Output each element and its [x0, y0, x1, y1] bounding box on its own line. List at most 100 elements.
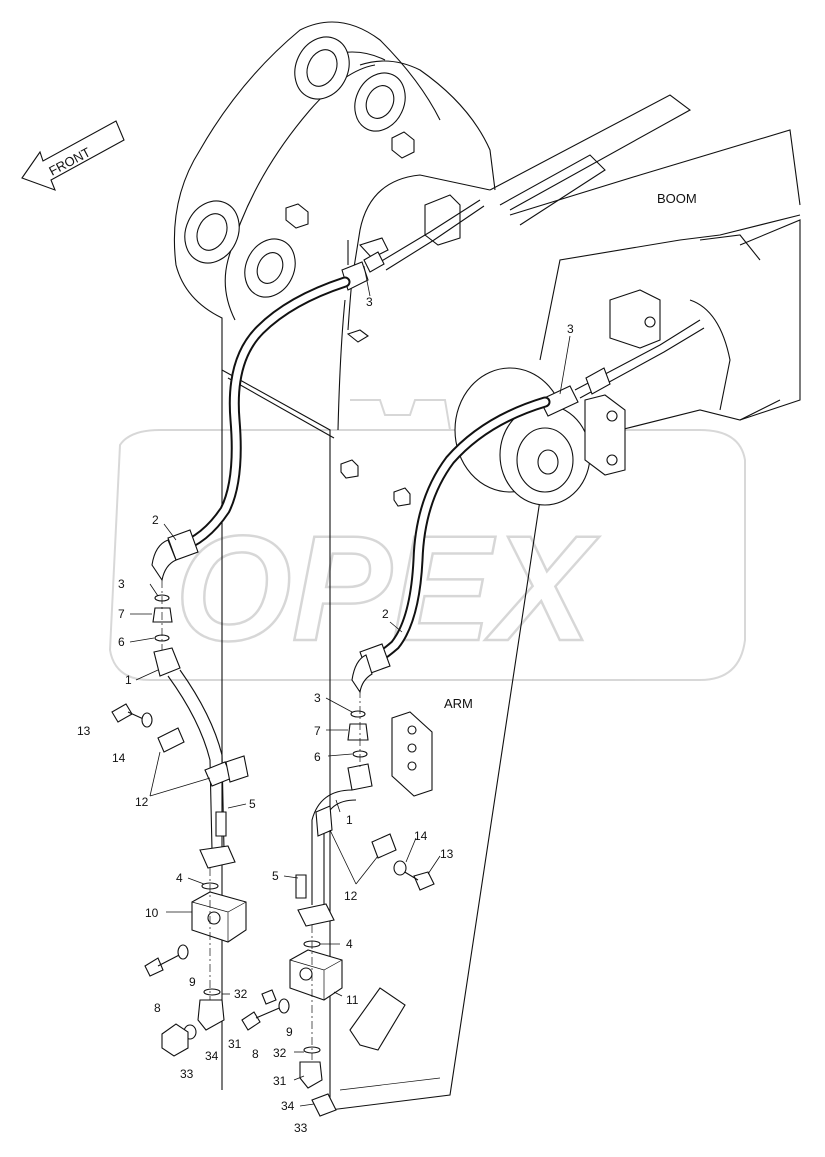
callout-14-right: 14	[414, 829, 428, 843]
arm-bracket-left	[173, 21, 441, 370]
lug-2	[285, 203, 309, 229]
lug-4	[340, 459, 359, 479]
boom-pivot-center	[537, 449, 559, 475]
pipe-1-right-head	[347, 763, 373, 791]
watermark-gear	[108, 429, 746, 681]
pipe-fitting-upper	[363, 251, 385, 273]
boom-pipe-upper-a	[379, 199, 481, 263]
valve-block-11-port	[299, 967, 313, 981]
washer-14-left	[141, 712, 153, 728]
pipe-nut-lower	[539, 385, 579, 417]
clamp-12-left-a	[157, 727, 185, 753]
o-ring-3-right	[350, 710, 366, 718]
boom-clamp-block	[584, 394, 626, 476]
callout-32-right: 32	[273, 1046, 287, 1060]
boom-corner	[699, 234, 761, 261]
boom-clamp-upper	[609, 289, 661, 349]
front-direction-indicator: FRONT	[21, 120, 125, 191]
callout-6-right: 6	[314, 750, 321, 764]
pipe-1-left-head	[153, 647, 181, 677]
cap-33-right	[311, 1093, 337, 1117]
callout-labels: 3 3 2 3 7 6 1 13 14 12 5 4 10 9 32 8 31 …	[77, 295, 574, 1135]
boom-label: BOOM	[657, 191, 697, 206]
clamp-upper-bolt	[644, 316, 656, 328]
callout-11: 11	[346, 993, 359, 1007]
arm-pin-hole-upper	[306, 49, 338, 87]
arm-pin-hole-right	[365, 85, 395, 119]
bolt-13-right-head	[413, 871, 435, 891]
lug-3	[346, 329, 369, 343]
callout-1-left: 1	[125, 673, 132, 687]
hose-clamp-block	[391, 711, 433, 797]
bolt-8-right-head	[241, 1011, 261, 1031]
bolt-5-left	[215, 811, 227, 837]
boom-mid	[539, 214, 801, 361]
callout-7-left: 7	[118, 607, 125, 621]
pipe-1-left-flange	[199, 845, 236, 869]
callout-5-right: 5	[272, 869, 279, 883]
bolt-5-right	[295, 874, 307, 899]
arm-pin-hole-lower	[196, 213, 228, 251]
callout-14-left: 14	[112, 751, 126, 765]
callout-9-right: 9	[286, 1025, 293, 1039]
boom-lower	[619, 399, 781, 431]
callout-10: 10	[145, 906, 159, 920]
callout-34-left: 34	[205, 1049, 219, 1063]
pipe-1-left-b	[179, 669, 225, 851]
arm-front-edge	[221, 369, 331, 1110]
washer-9-left	[177, 944, 189, 960]
callout-8-left: 8	[154, 1001, 161, 1015]
arm-right-edge	[329, 499, 541, 1111]
clamp-small	[359, 237, 389, 259]
washer-9-right	[278, 998, 290, 1014]
hose-right	[351, 396, 551, 694]
callout-33-left: 33	[180, 1067, 194, 1081]
pipe-fitting-lower	[585, 367, 611, 395]
washer-14-right	[393, 860, 407, 876]
arm-bottom-seam	[339, 1077, 441, 1091]
clamp-hole-3	[407, 761, 417, 771]
watermark-gear-teeth	[350, 399, 451, 431]
arm-upper-seam	[227, 377, 335, 439]
arm-front-curve	[337, 299, 346, 431]
callout-7-right: 7	[314, 724, 321, 738]
clamp-hole-2	[407, 743, 417, 753]
callout-6-left: 6	[118, 635, 125, 649]
o-ring-32-left	[203, 988, 221, 996]
callout-31-right: 31	[273, 1074, 287, 1088]
callout-32-left: 32	[234, 987, 248, 1001]
clamp-block-right	[315, 805, 333, 837]
callout-12-right: 12	[344, 889, 358, 903]
front-label: FRONT	[46, 144, 93, 178]
hose-left	[151, 276, 351, 582]
left-fitting-stack	[111, 594, 249, 1057]
arm-pin-hole-mid	[256, 252, 284, 284]
callout-4-right: 4	[346, 937, 353, 951]
boom-top-clamp	[424, 194, 461, 246]
watermark: OPEX	[108, 399, 746, 681]
callout-31-left: 31	[228, 1037, 242, 1051]
valve-block-10-edges	[191, 901, 247, 942]
pipe-1-left-a	[167, 675, 213, 851]
pipe-1-right-a	[311, 789, 353, 905]
callout-13-left: 13	[77, 724, 91, 738]
adapter-7-left	[152, 607, 173, 623]
callout-8-right: 8	[252, 1047, 259, 1061]
callout-3-right: 3	[314, 691, 321, 705]
callout-3-boom-lower: 3	[567, 322, 574, 336]
clamp-bolt-upper	[606, 410, 618, 422]
callout-9-left: 9	[189, 975, 196, 989]
boom-pipe-upper-b	[385, 205, 485, 271]
hose-right-elbow	[351, 654, 373, 694]
valve-block-10-port	[207, 911, 221, 925]
boom-flange	[499, 154, 606, 226]
callout-1-right: 1	[346, 813, 353, 827]
arm-label: ARM	[444, 696, 473, 711]
clamp-12-right	[371, 833, 397, 859]
callout-34-right: 34	[281, 1099, 295, 1113]
front-arrow-icon	[21, 120, 125, 191]
elbow-31-left	[197, 999, 225, 1031]
spacer-small	[261, 989, 277, 1005]
